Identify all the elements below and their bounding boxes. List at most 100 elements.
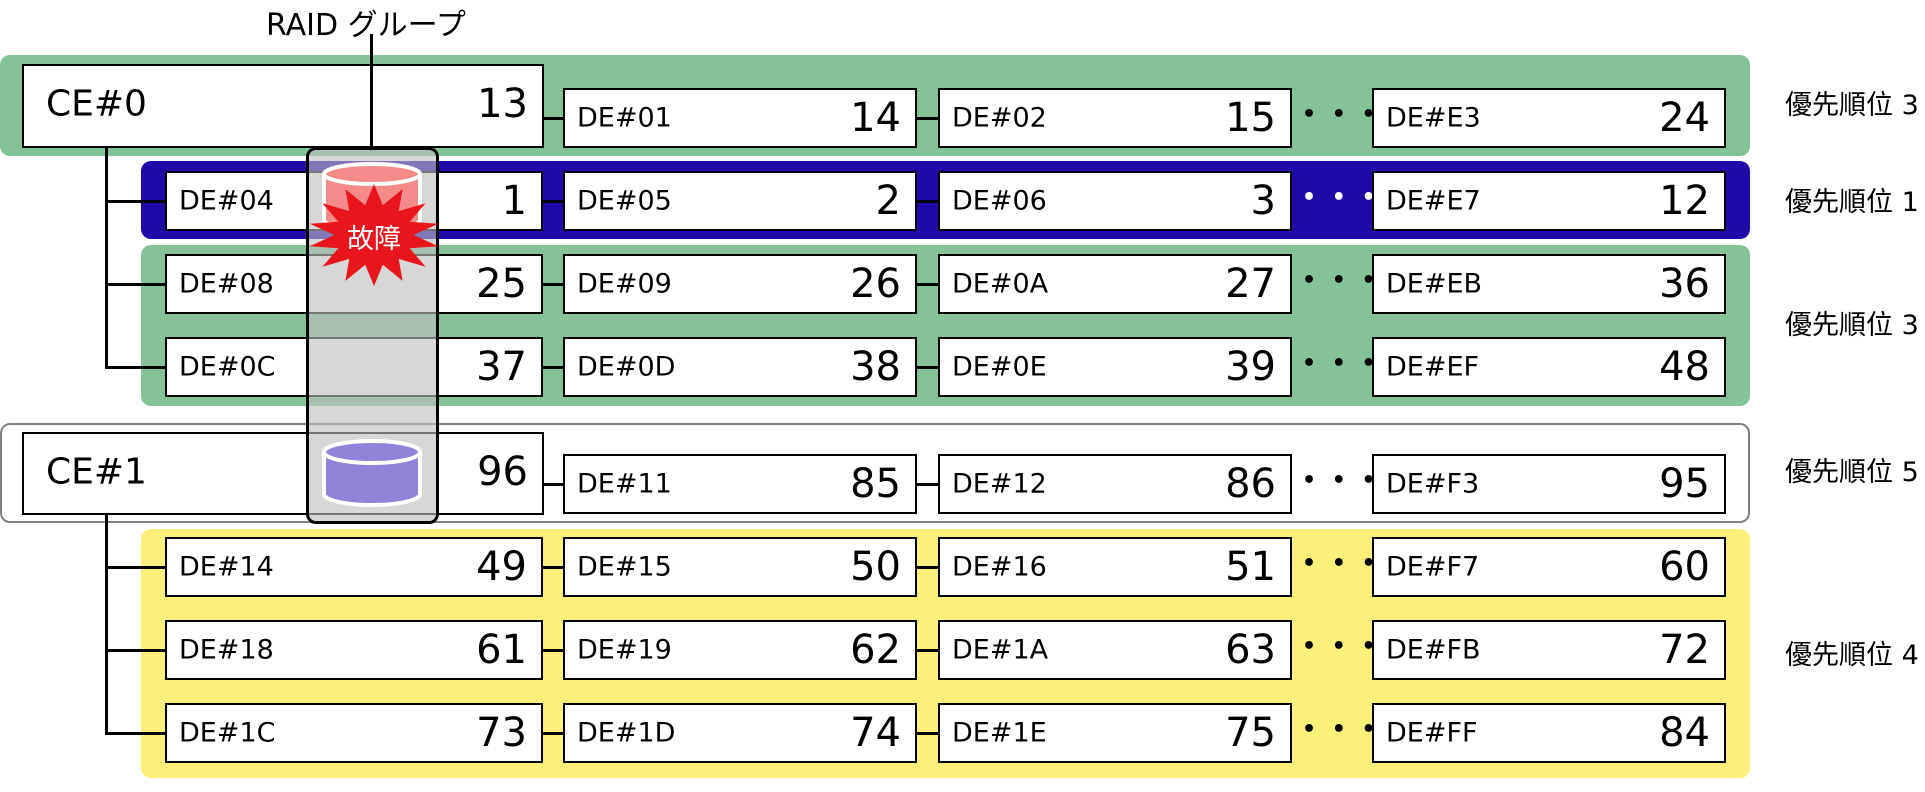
ce1-label: CE#1 [46, 451, 147, 493]
connector-line [917, 483, 938, 486]
enclosure-number: 48 [1659, 344, 1710, 390]
drive-enclosure-box: DE#EF 48 [1372, 337, 1726, 397]
ce0-box: CE#0 13 [22, 64, 544, 148]
enclosure-label: DE#F3 [1386, 468, 1480, 500]
ellipsis-dots: • • • [1302, 268, 1380, 293]
enclosure-label: DE#15 [577, 551, 672, 583]
enclosure-label: DE#0A [952, 268, 1049, 300]
enclosure-label: DE#09 [577, 268, 672, 300]
enclosure-label: DE#18 [179, 634, 274, 666]
drive-enclosure-box: DE#12 86 [938, 454, 1292, 514]
connector-line [543, 649, 563, 652]
enclosure-number: 39 [1225, 344, 1276, 390]
drive-enclosure-box: DE#EB 36 [1372, 254, 1726, 314]
drive-enclosure-box: DE#E7 12 [1372, 171, 1726, 231]
enclosure-label: DE#06 [952, 185, 1047, 217]
raid-label-leader [370, 34, 373, 148]
enclosure-label: DE#EF [1386, 351, 1480, 383]
ellipsis-dots: • • • [1302, 102, 1380, 127]
drive-enclosure-box: DE#F7 60 [1372, 537, 1726, 597]
connector-line [917, 649, 938, 652]
enclosure-number: 15 [1225, 95, 1276, 141]
enclosure-label: DE#E3 [1386, 102, 1481, 134]
enclosure-number: 37 [476, 344, 527, 390]
connector-line [543, 283, 563, 286]
ce1-value: 96 [477, 449, 528, 495]
enclosure-number: 3 [1250, 178, 1276, 224]
enclosure-number: 72 [1659, 627, 1710, 673]
tree-branch [105, 566, 165, 569]
priority-label: 優先順位 3 [1785, 310, 1919, 341]
enclosure-label: DE#14 [179, 551, 274, 583]
ellipsis-dots: • • • [1302, 634, 1380, 659]
enclosure-label: DE#19 [577, 634, 672, 666]
enclosure-number: 12 [1659, 178, 1710, 224]
connector-line [543, 366, 563, 369]
enclosure-label: DE#16 [952, 551, 1047, 583]
connector-line [543, 732, 563, 735]
ce1-box: CE#1 96 [22, 432, 544, 515]
enclosure-number: 51 [1225, 544, 1276, 590]
enclosure-label: DE#0C [179, 351, 276, 383]
failure-label: 故障 [347, 224, 401, 255]
enclosure-label: DE#11 [577, 468, 672, 500]
drive-enclosure-box: DE#1A 63 [938, 620, 1292, 680]
priority-label: 優先順位 4 [1785, 640, 1919, 671]
connector-line [544, 483, 563, 486]
enclosure-label: DE#F7 [1386, 551, 1480, 583]
tree-line-ce1 [105, 512, 108, 734]
connector-line [917, 117, 938, 120]
drive-enclosure-box: DE#02 15 [938, 88, 1292, 148]
enclosure-number: 63 [1225, 627, 1276, 673]
ellipsis-dots: • • • [1302, 185, 1380, 210]
connector-line [917, 566, 938, 569]
enclosure-number: 26 [850, 261, 901, 307]
ellipsis-dots: • • • [1302, 351, 1380, 376]
enclosure-label: DE#02 [952, 102, 1047, 134]
enclosure-label: DE#E7 [1386, 185, 1481, 217]
drive-enclosure-box: DE#06 3 [938, 171, 1292, 231]
enclosure-number: 2 [875, 178, 901, 224]
ce0-value: 13 [477, 81, 528, 127]
enclosure-number: 38 [850, 344, 901, 390]
tree-branch [105, 283, 165, 286]
connector-line [544, 117, 563, 120]
ellipsis-dots: • • • [1302, 551, 1380, 576]
enclosure-label: DE#1A [952, 634, 1049, 666]
enclosure-number: 61 [476, 627, 527, 673]
enclosure-number: 86 [1225, 461, 1276, 507]
connector-line [543, 200, 563, 203]
failure-burst-icon: 故障 [309, 184, 439, 286]
drive-enclosure-box: DE#09 26 [563, 254, 917, 314]
enclosure-number: 1 [501, 178, 527, 224]
enclosure-label: DE#FF [1386, 717, 1478, 749]
connector-line [917, 366, 938, 369]
ce0-label: CE#0 [46, 83, 147, 125]
enclosure-number: 14 [850, 95, 901, 141]
enclosure-label: DE#01 [577, 102, 672, 134]
drive-enclosure-box: DE#18 61 [165, 620, 543, 680]
enclosure-label: DE#EB [1386, 268, 1483, 300]
enclosure-number: 75 [1225, 710, 1276, 756]
tree-branch [105, 366, 165, 369]
enclosure-label: DE#08 [179, 268, 274, 300]
enclosure-number: 36 [1659, 261, 1710, 307]
enclosure-number: 62 [850, 627, 901, 673]
enclosure-label: DE#12 [952, 468, 1047, 500]
enclosure-number: 74 [850, 710, 901, 756]
enclosure-label: DE#04 [179, 185, 274, 217]
enclosure-number: 60 [1659, 544, 1710, 590]
enclosure-number: 85 [850, 461, 901, 507]
priority-label: 優先順位 5 [1785, 457, 1919, 488]
connector-line [917, 283, 938, 286]
